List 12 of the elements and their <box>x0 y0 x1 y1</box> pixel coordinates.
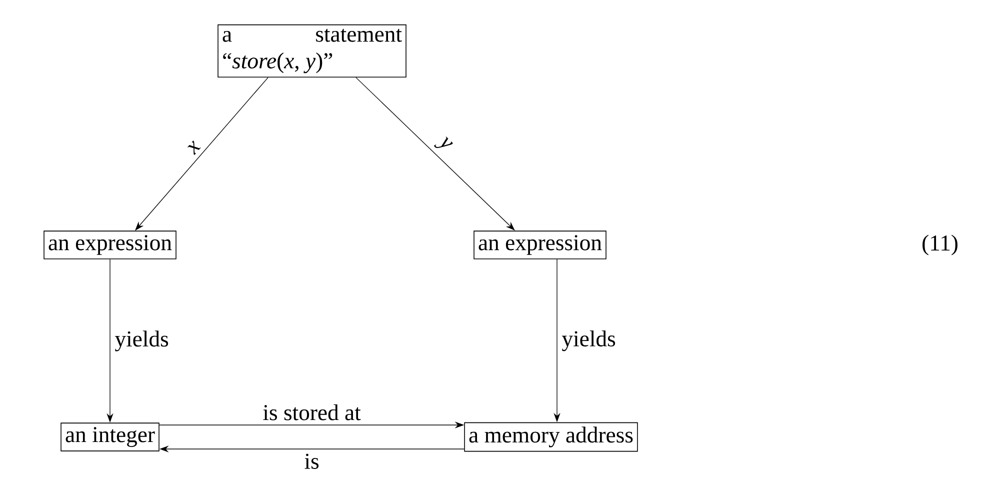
edge-label: is stored at <box>263 404 361 420</box>
text-box: an expression <box>474 230 606 260</box>
edge-label: yields <box>115 330 168 352</box>
text-box: a statement “store(x, y)” <box>218 24 406 78</box>
edge-label: is <box>304 454 319 469</box>
edge-label: x <box>188 140 201 155</box>
edge-label: y <box>434 136 453 148</box>
equation-number: (11) <box>922 234 958 256</box>
text-box: a memory address <box>464 422 638 452</box>
text-box: an integer <box>60 422 160 452</box>
text-box: an expression <box>44 230 176 260</box>
edge-label: yields <box>562 330 616 352</box>
